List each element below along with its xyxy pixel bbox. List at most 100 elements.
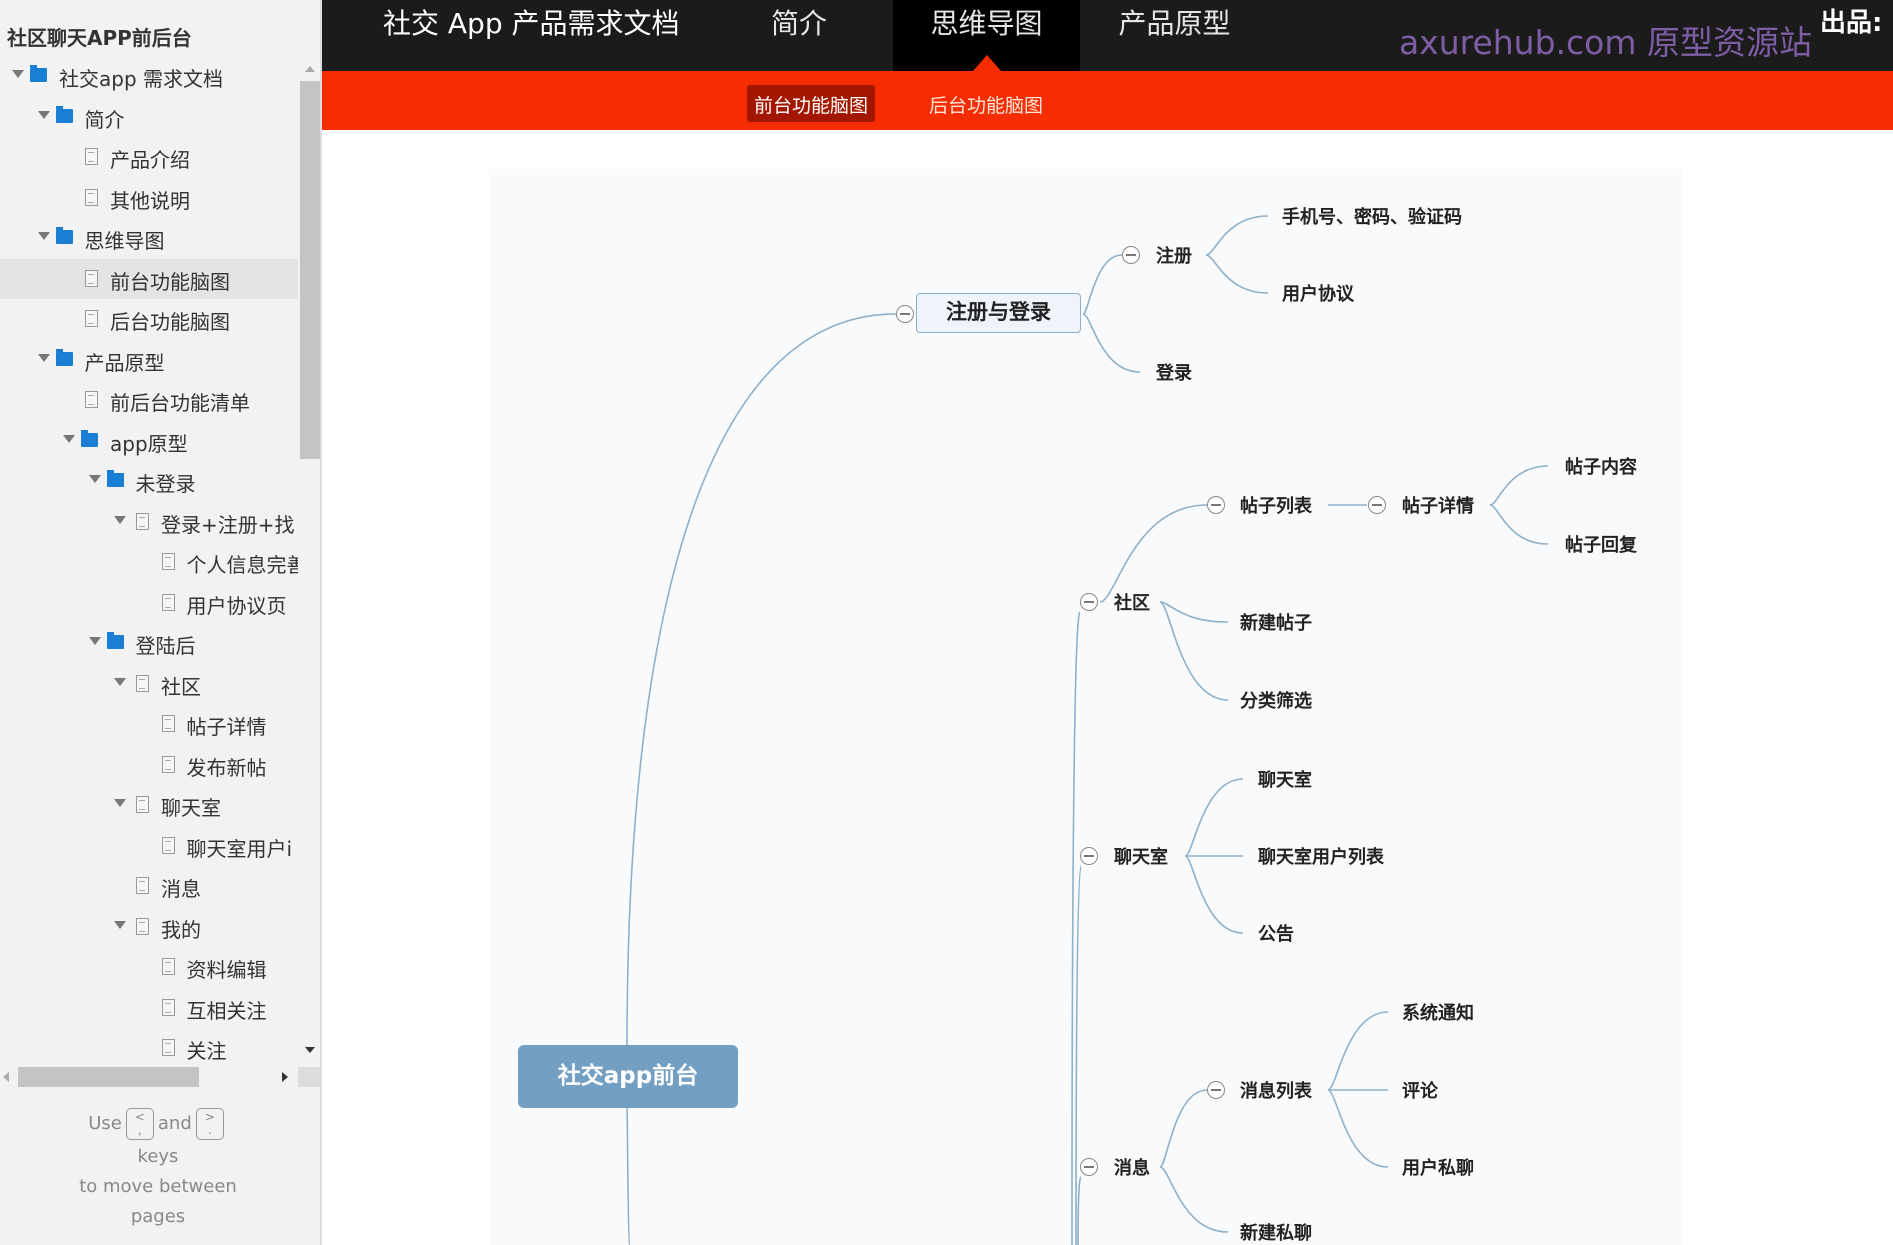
tree-item[interactable]: 思维导图 bbox=[0, 218, 298, 258]
mindmap-node[interactable]: 聊天室 bbox=[1258, 770, 1312, 791]
mindmap-root-node[interactable]: 社交app前台 bbox=[518, 1045, 738, 1108]
scroll-left-icon[interactable] bbox=[3, 1072, 9, 1082]
horizontal-scroll-thumb[interactable] bbox=[18, 1067, 199, 1087]
tree-item[interactable]: 消息 bbox=[0, 866, 298, 906]
tree-item[interactable]: 聊天室用户i bbox=[0, 826, 298, 866]
expand-arrow-icon[interactable] bbox=[88, 475, 101, 483]
mindmap-node[interactable]: 社区 bbox=[1114, 593, 1150, 614]
prev-key-icon: <, bbox=[125, 1108, 154, 1140]
connector-line bbox=[1184, 855, 1244, 934]
mindmap-node[interactable]: 新建私聊 bbox=[1240, 1223, 1312, 1244]
page-icon bbox=[85, 391, 98, 408]
collapse-icon[interactable] bbox=[1080, 847, 1098, 865]
connector-line bbox=[1075, 865, 1082, 1245]
tree-item[interactable]: 发布新帖 bbox=[0, 745, 298, 785]
mindmap-node[interactable]: 消息 bbox=[1114, 1158, 1150, 1179]
tree-item[interactable]: 社区 bbox=[0, 664, 298, 704]
connector-line bbox=[1159, 1089, 1208, 1168]
expand-arrow-icon[interactable] bbox=[114, 677, 126, 686]
mindmap-node[interactable]: 帖子回复 bbox=[1565, 535, 1637, 556]
expand-arrow-icon[interactable] bbox=[63, 434, 75, 443]
tree-item[interactable]: 资料编辑 bbox=[0, 947, 298, 987]
mindmap-node[interactable]: 注册 bbox=[1156, 246, 1192, 267]
expand-arrow-icon[interactable] bbox=[37, 232, 50, 240]
page-icon bbox=[136, 877, 149, 894]
tab-prototype[interactable]: 产品原型 bbox=[1118, 7, 1231, 40]
page-icon bbox=[161, 715, 175, 732]
vertical-scrollbar[interactable] bbox=[300, 62, 320, 1062]
tree-item[interactable]: 用户协议页 bbox=[0, 583, 298, 623]
mindmap-node[interactable]: 消息列表 bbox=[1240, 1081, 1312, 1102]
tree-item[interactable]: app原型 bbox=[0, 421, 298, 461]
tree-item[interactable]: 关注 bbox=[0, 1028, 298, 1068]
mindmap-node[interactable]: 帖子详情 bbox=[1402, 496, 1474, 517]
connector-line bbox=[1082, 313, 1141, 373]
collapse-icon[interactable] bbox=[896, 305, 914, 323]
folder-icon bbox=[55, 227, 73, 244]
mindmap-node[interactable]: 聊天室用户列表 bbox=[1258, 847, 1384, 868]
next-key-icon: >. bbox=[195, 1108, 224, 1140]
mindmap-node[interactable]: 聊天室 bbox=[1114, 847, 1168, 868]
expand-arrow-icon[interactable] bbox=[114, 799, 126, 807]
page-icon bbox=[136, 674, 149, 692]
scroll-up-icon[interactable] bbox=[305, 66, 315, 72]
mindmap-node[interactable]: 公告 bbox=[1258, 924, 1294, 945]
expand-arrow-icon[interactable] bbox=[114, 515, 126, 524]
subtab-backend-mindmap[interactable]: 后台功能脑图 bbox=[929, 95, 1044, 117]
tree-item[interactable]: 前台功能脑图 bbox=[0, 258, 298, 299]
mindmap-node[interactable]: 帖子列表 bbox=[1240, 496, 1312, 517]
tree-item[interactable]: 个人信息完善 bbox=[0, 542, 298, 582]
expand-arrow-icon[interactable] bbox=[12, 70, 24, 78]
tree-item[interactable]: 我的 bbox=[0, 907, 298, 947]
tab-intro[interactable]: 简介 bbox=[770, 7, 827, 40]
collapse-icon[interactable] bbox=[1207, 1081, 1225, 1099]
horizontal-scrollbar[interactable] bbox=[0, 1067, 322, 1087]
collapse-icon[interactable] bbox=[1080, 593, 1098, 611]
mindmap-node[interactable]: 用户私聊 bbox=[1402, 1158, 1474, 1179]
connector-line bbox=[1327, 1089, 1389, 1168]
mindmap-node[interactable]: 系统通知 bbox=[1402, 1003, 1474, 1024]
mindmap-node[interactable]: 手机号、密码、验证码 bbox=[1282, 207, 1462, 228]
expand-arrow-icon[interactable] bbox=[114, 920, 126, 929]
collapse-icon[interactable] bbox=[1207, 496, 1225, 514]
tree-item[interactable]: 互相关注 bbox=[0, 988, 298, 1028]
connector-line bbox=[1159, 1166, 1229, 1233]
scroll-right-icon[interactable] bbox=[282, 1072, 288, 1082]
mindmap-node[interactable]: 新建帖子 bbox=[1240, 613, 1312, 634]
collapse-icon[interactable] bbox=[1080, 1158, 1098, 1176]
vertical-scroll-thumb[interactable] bbox=[300, 81, 320, 459]
tree-item[interactable]: 社交app 需求文档 bbox=[0, 56, 298, 96]
tab-mindmap[interactable]: 思维导图 bbox=[893, 0, 1080, 71]
tree-item[interactable]: 帖子详情 bbox=[0, 704, 298, 744]
tree-item-label: 用户协议页 bbox=[186, 593, 287, 618]
tree-item[interactable]: 登陆后 bbox=[0, 623, 298, 663]
tree-item[interactable]: 登录+注册+找 bbox=[0, 502, 298, 542]
credit-label: 出品: bbox=[1820, 8, 1883, 38]
expand-arrow-icon[interactable] bbox=[37, 110, 50, 119]
mindmap-node-register-login[interactable]: 注册与登录 bbox=[916, 293, 1081, 333]
mindmap-node[interactable]: 用户协议 bbox=[1282, 284, 1354, 305]
subtab-frontend-mindmap[interactable]: 前台功能脑图 bbox=[747, 85, 876, 122]
mindmap-node[interactable]: 评论 bbox=[1402, 1081, 1438, 1102]
page-icon bbox=[161, 593, 175, 611]
tree-item[interactable]: 产品介绍 bbox=[0, 137, 298, 177]
tree-item[interactable]: 未登录 bbox=[0, 461, 298, 501]
scroll-down-icon[interactable] bbox=[305, 1047, 315, 1053]
tree-item[interactable]: 前后台功能清单 bbox=[0, 380, 298, 420]
expand-arrow-icon[interactable] bbox=[88, 637, 101, 645]
tree-item[interactable]: 后台功能脑图 bbox=[0, 299, 298, 339]
mindmap-node[interactable]: 帖子内容 bbox=[1565, 457, 1637, 478]
page-icon bbox=[161, 755, 175, 773]
collapse-icon[interactable] bbox=[1368, 496, 1386, 514]
tree-item[interactable]: 产品原型 bbox=[0, 340, 298, 380]
tree-item-label: 产品介绍 bbox=[110, 148, 190, 172]
tree-item[interactable]: 聊天室 bbox=[0, 785, 298, 825]
collapse-icon[interactable] bbox=[1122, 246, 1140, 264]
mindmap-node[interactable]: 分类筛选 bbox=[1240, 691, 1312, 712]
tree-item[interactable]: 其他说明 bbox=[0, 178, 298, 218]
mindmap-node[interactable]: 登录 bbox=[1156, 363, 1192, 384]
connector-line bbox=[1205, 215, 1269, 256]
page-icon bbox=[136, 917, 149, 935]
expand-arrow-icon[interactable] bbox=[37, 353, 50, 362]
tree-item[interactable]: 简介 bbox=[0, 97, 298, 137]
